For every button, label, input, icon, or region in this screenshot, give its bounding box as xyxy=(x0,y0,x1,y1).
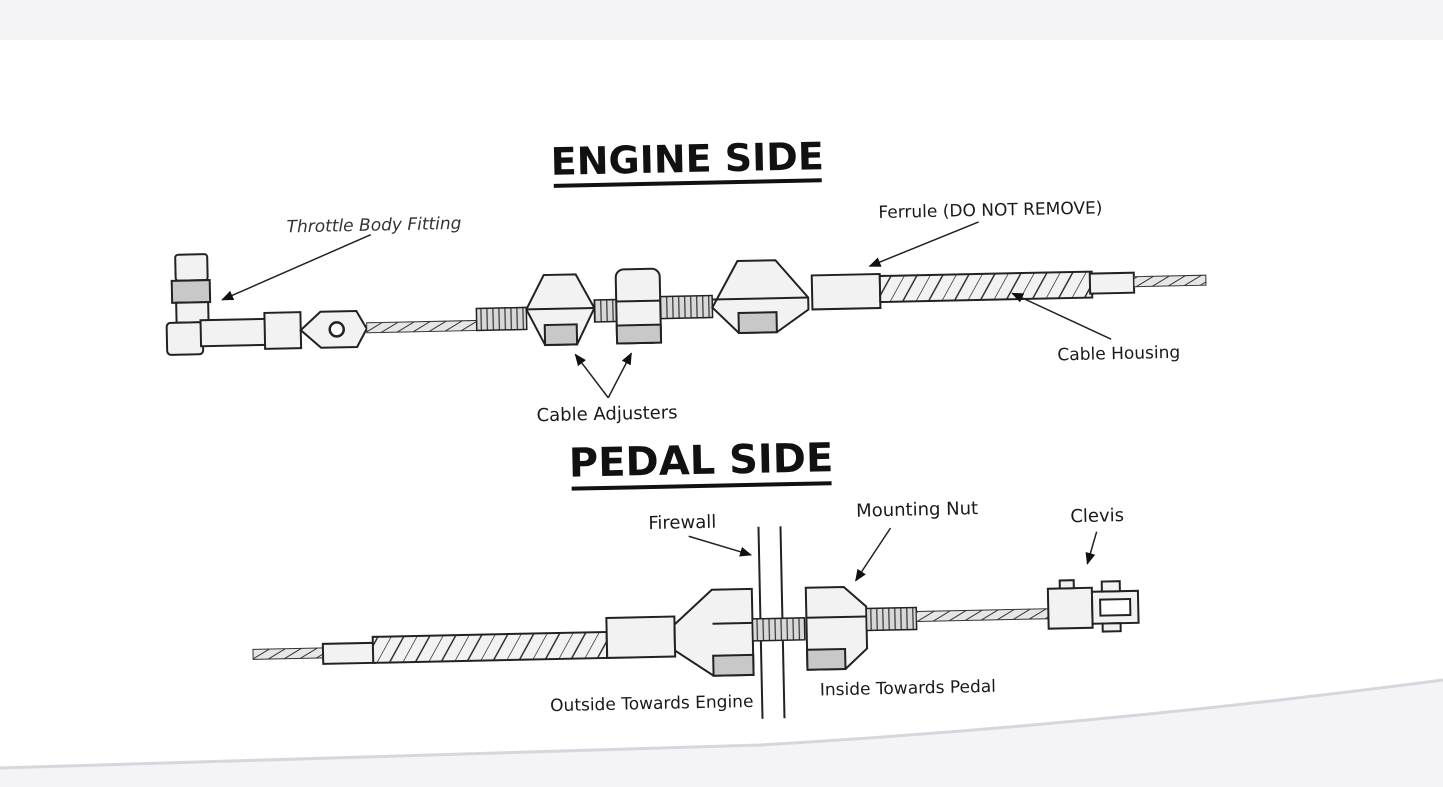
clevis-label: Clevis xyxy=(1070,505,1124,527)
pedal-side-heading: PEDAL SIDE xyxy=(568,435,833,487)
cable-adjuster-nut-2 xyxy=(614,267,663,345)
clevis xyxy=(1046,579,1140,633)
ferrule-body xyxy=(711,259,810,335)
throttle-body-fitting xyxy=(165,253,303,356)
throttle-body-fitting-leader xyxy=(221,233,372,301)
pedal-side-heading-underline xyxy=(571,481,832,491)
mounting-nut xyxy=(804,585,869,671)
ferrule-pedal xyxy=(605,615,677,659)
engine-side-heading: ENGINE SIDE xyxy=(550,134,824,184)
outside-towards-engine-label: Outside Towards Engine xyxy=(550,692,754,716)
adjuster-thread xyxy=(659,294,714,320)
engine-side-section: ENGINE SIDE xyxy=(165,134,1207,426)
inner-wire-engine xyxy=(366,319,480,334)
cable-adjusters-leader-1 xyxy=(574,353,609,399)
outside-nut xyxy=(673,587,755,677)
cable-adjusters-label: Cable Adjusters xyxy=(536,402,677,426)
throttle-body-fitting-label: Throttle Body Fitting xyxy=(286,214,461,238)
ferrule-label: Ferrule (DO NOT REMOVE) xyxy=(878,198,1102,223)
adjuster-thread xyxy=(475,306,528,332)
cable-housing-leader xyxy=(1011,292,1112,340)
inside-towards-pedal-label: Inside Towards Pedal xyxy=(820,677,996,701)
inner-wire-pedal-left xyxy=(252,647,326,660)
engine-side-heading-underline xyxy=(553,178,822,188)
ferrule-leader xyxy=(868,221,979,267)
paper-lower-edge xyxy=(0,678,1443,770)
cable-adjuster-nut-1 xyxy=(525,273,596,347)
cable-housing-label: Cable Housing xyxy=(1057,343,1180,366)
pedal-side-section: PEDAL SIDE xyxy=(252,435,1140,719)
cable-adjusters-leader-2 xyxy=(607,352,632,399)
clevis-leader xyxy=(1085,531,1098,565)
inner-wire-tail xyxy=(1133,274,1207,288)
paper-sheet xyxy=(0,40,1443,768)
housing-end-sleeve xyxy=(1088,271,1136,295)
housing-end-sleeve-pedal xyxy=(321,641,377,665)
cable-housing xyxy=(878,270,1094,304)
firewall-label: Firewall xyxy=(648,512,716,534)
firewall-leader xyxy=(688,535,753,557)
inner-wire-pedal-right xyxy=(915,608,1049,622)
pedal-thread xyxy=(865,606,918,632)
ferrule xyxy=(810,273,882,311)
mounting-nut-label: Mounting Nut xyxy=(856,498,978,522)
cable-housing-pedal xyxy=(371,630,609,664)
adjuster-thread xyxy=(593,298,618,323)
thread-through-firewall xyxy=(751,617,806,642)
mounting-nut-leader xyxy=(855,527,892,582)
